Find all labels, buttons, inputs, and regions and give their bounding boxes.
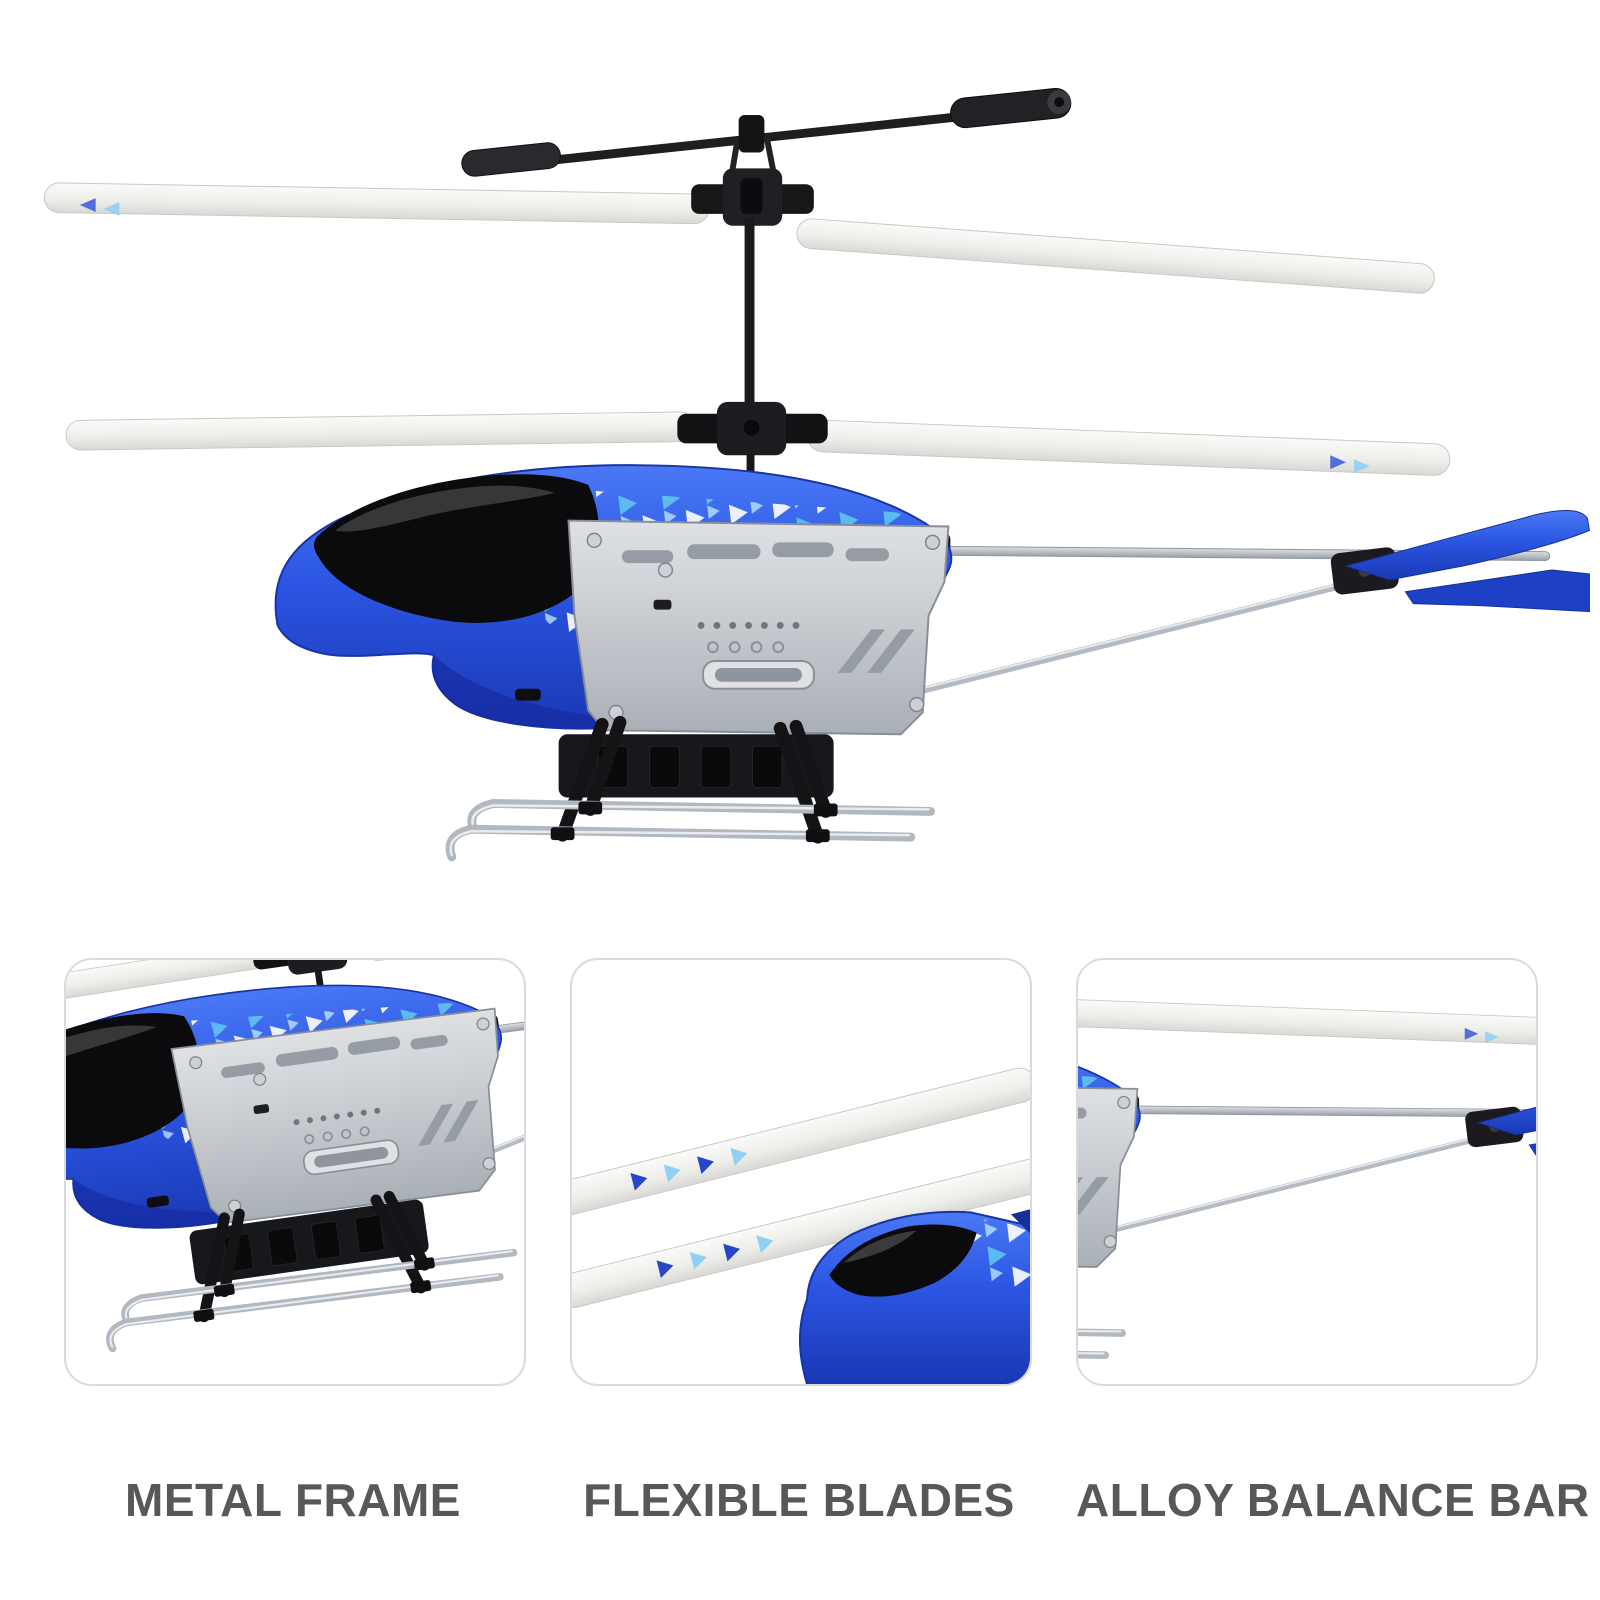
product-hero: U12S — [0, 20, 1600, 940]
flexible-blades-closeup — [572, 1067, 1030, 1384]
feature-label-flexible-blades: FLEXIBLE BLADES — [583, 1474, 1015, 1526]
flexible-blades-illustration — [572, 1067, 1030, 1384]
rc-helicopter-illustration: U12S — [0, 20, 1600, 940]
feature-label-metal-frame: METAL FRAME — [125, 1474, 461, 1526]
feature-card-alloy-balance-bar — [1076, 958, 1538, 1386]
feature-card-metal-frame — [64, 958, 526, 1386]
alloy-balance-bar-closeup — [1078, 960, 1536, 1384]
feature-card-flexible-blades — [570, 958, 1032, 1386]
feature-label-alloy-balance-bar: ALLOY BALANCE BAR — [1076, 1474, 1590, 1526]
canopy-nose-closeup — [798, 1209, 1030, 1384]
metal-frame-closeup — [66, 960, 524, 1384]
